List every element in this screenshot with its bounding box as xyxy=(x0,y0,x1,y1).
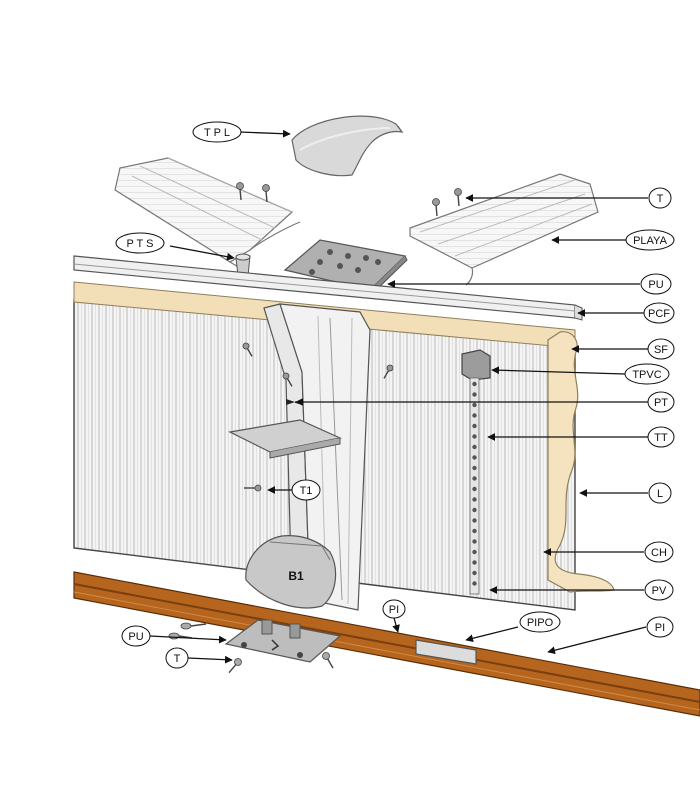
tt-strip-hole xyxy=(472,413,477,418)
label-pts-text: P T S xyxy=(127,238,154,250)
tt-strip-hole xyxy=(472,539,477,544)
screws-top xyxy=(236,182,462,217)
tt-strip-hole xyxy=(472,518,477,523)
label-l: L xyxy=(648,482,672,504)
label-l-text: L xyxy=(657,488,663,500)
tpvc-clip xyxy=(461,349,491,381)
pts-peg xyxy=(235,253,251,277)
label-playa-text: PLAYA xyxy=(633,235,667,247)
label-b1-text: B1 xyxy=(288,569,304,583)
label-sf: SF xyxy=(647,338,675,360)
tpl-top-cap xyxy=(291,115,404,177)
label-pcf: PCF xyxy=(643,302,675,324)
pipo-connector xyxy=(415,639,477,665)
tt-strip-hole xyxy=(472,549,477,555)
pu-bottom-plate xyxy=(224,619,342,663)
label-pv: PV xyxy=(644,579,674,601)
pu-top-plate xyxy=(283,239,408,295)
tt-strip-hole xyxy=(472,455,477,460)
leader-lines xyxy=(149,129,648,664)
label-sf-text: SF xyxy=(654,344,668,356)
label-pt-text: PT xyxy=(654,397,668,409)
tt-strip-bar xyxy=(469,377,480,595)
tt-strip-hole xyxy=(472,560,477,565)
tt-strip-hole xyxy=(472,486,477,492)
pi-base-rail xyxy=(73,571,700,717)
label-ch-text: CH xyxy=(651,547,667,559)
label-pipo: PIPO xyxy=(519,611,561,633)
tt-strip-hole xyxy=(472,381,477,387)
label-tt: TT xyxy=(647,426,675,448)
label-pu-top: PU xyxy=(640,273,672,295)
label-pu-top-text: PU xyxy=(648,279,663,291)
label-pi-right-text: PI xyxy=(655,622,665,634)
label-tpl: T P L xyxy=(192,121,242,143)
tt-strip-hole xyxy=(472,465,477,471)
tt-strip-hole xyxy=(472,528,477,534)
label-tpl-text: T P L xyxy=(204,127,230,139)
tt-strip-hole xyxy=(472,507,477,513)
label-t-bottom: T xyxy=(165,647,189,669)
label-tpvc: TPVC xyxy=(624,363,670,385)
label-pipo-text: PIPO xyxy=(527,617,554,629)
label-playa: PLAYA xyxy=(625,229,675,251)
label-pi-right: PI xyxy=(646,616,674,638)
label-t-top-text: T xyxy=(657,193,664,205)
b1-bottom-shoe xyxy=(245,535,337,609)
tt-strip-hole xyxy=(472,476,477,481)
label-pcf-text: PCF xyxy=(648,308,670,320)
label-pt: PT xyxy=(647,391,675,413)
label-b1: B1 xyxy=(288,569,304,583)
upright-bracket xyxy=(228,419,342,459)
label-pu-bottom-text: PU xyxy=(128,631,143,643)
label-tt-text: TT xyxy=(654,432,668,444)
screws-bottom xyxy=(168,622,334,674)
tt-strip-hole xyxy=(472,423,477,429)
tt-strip-hole xyxy=(472,392,477,397)
callout-labels: T P L P T S T PLAYA PU PCF SF TPVC xyxy=(115,121,675,669)
label-t-top: T xyxy=(648,187,672,209)
label-tpvc-text: TPVC xyxy=(632,369,661,381)
label-pts: P T S xyxy=(115,232,165,254)
label-t1: T1 xyxy=(291,479,321,501)
label-t-bottom-text: T xyxy=(174,653,181,665)
tt-strip-hole xyxy=(472,581,477,586)
tt-strip xyxy=(469,377,480,595)
label-pu-bottom: PU xyxy=(121,625,151,647)
tt-strip-hole xyxy=(472,402,477,408)
label-pi-mid: PI xyxy=(382,599,406,619)
playa-left-ledge xyxy=(114,157,301,269)
label-pi-mid-text: PI xyxy=(389,604,399,616)
tt-strip-hole xyxy=(472,444,477,450)
tt-strip-hole xyxy=(472,497,477,502)
label-pv-text: PV xyxy=(652,585,667,597)
label-t1-text: T1 xyxy=(300,485,313,497)
label-ch: CH xyxy=(644,541,674,563)
tt-strip-hole xyxy=(472,570,477,576)
tt-strip-hole xyxy=(472,434,477,439)
playa-right-ledge xyxy=(409,173,599,286)
